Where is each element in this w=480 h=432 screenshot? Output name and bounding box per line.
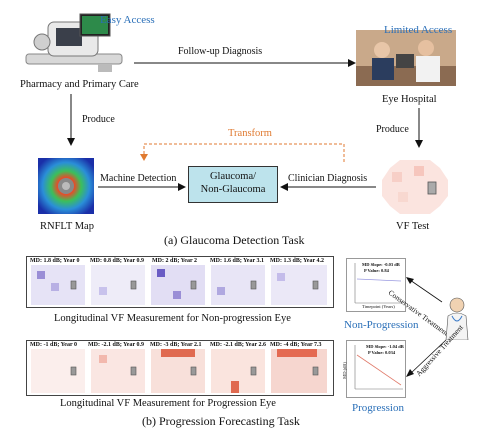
prog-title: Progression [352, 402, 404, 414]
nonprog-p: P Value: 0.84 [364, 268, 389, 273]
doctor-illustration [440, 296, 474, 341]
produce-right-label: Produce [376, 124, 409, 135]
transform-arrow [140, 143, 345, 162]
prog-vf-1 [31, 349, 85, 393]
glaucoma-result-box: Glaucoma/ Non-Glaucoma [188, 166, 278, 203]
nonprog-vf-2 [91, 265, 145, 305]
prog-vf-2 [91, 349, 145, 393]
prog-md-1: MD: -1 dB; Year 0 [30, 342, 77, 348]
nonprog-slope: MD Slope: -0.03 dB [362, 262, 400, 267]
prog-slope: MD Slope: -1.04 dB [366, 344, 404, 349]
hospital-photo [356, 30, 456, 86]
followup-arrow [134, 59, 356, 67]
rnflt-map [38, 158, 94, 214]
nonprog-md-1: MD: 1.8 dB; Year 0 [30, 258, 80, 264]
nonprog-vf-1 [31, 265, 85, 305]
machine-detection-arrow [98, 183, 186, 191]
clinician-diagnosis-label: Clinician Diagnosis [288, 173, 368, 184]
clinician-diagnosis-arrow [280, 183, 376, 191]
prog-vf-5 [271, 349, 327, 393]
prog-md-4: MD: -2.1 dB; Year 2.6 [210, 342, 266, 348]
easy-access-label: Easy Access [100, 14, 155, 26]
center-line1: Glaucoma/ [209, 171, 257, 182]
prog-p: P Value: 0.034 [368, 350, 396, 355]
nonprog-vf-3 [151, 265, 205, 305]
center-line2: Non-Glaucoma [200, 184, 266, 195]
nonprog-strip [26, 256, 334, 308]
aggressive-arrow [406, 339, 447, 377]
limited-access-label: Limited Access [384, 24, 453, 36]
oct-machine-image [18, 12, 128, 74]
prog-md-3: MD: -3 dB; Year 2.1 [150, 342, 202, 348]
machine-detection-label: Machine Detection [100, 173, 177, 184]
vf-test-map [380, 158, 450, 216]
caption-b: (b) Progression Forecasting Task [142, 414, 300, 428]
nonprog-time-axis: Timepoint (Years) [362, 304, 395, 309]
prog-vf-3 [151, 349, 205, 393]
prog-plot [346, 340, 406, 398]
prog-caption: Longitudinal VF Measurement for Progress… [60, 398, 276, 409]
hospital-label: Eye Hospital [382, 94, 437, 105]
followup-label: Follow-up Diagnosis [178, 46, 263, 57]
nonprog-vf-4 [211, 265, 265, 305]
prog-md-axis: MD (dB) [341, 362, 347, 379]
caption-a: (a) Glaucoma Detection Task [164, 233, 305, 247]
prog-vf-4 [211, 349, 265, 393]
prog-md-5: MD: -4 dB; Year 7.3 [270, 342, 322, 348]
nonprog-md-3: MD: 2 dB; Year 2 [152, 258, 197, 264]
produce-arrow-left [67, 94, 75, 146]
rnflt-label: RNFLT Map [40, 221, 94, 232]
produce-arrow-right [415, 108, 423, 148]
transform-label: Transform [228, 128, 272, 139]
vf-test-label: VF Test [396, 221, 430, 232]
produce-left-label: Produce [82, 114, 115, 125]
prog-md-2: MD: -2.1 dB; Year 0.9 [88, 342, 144, 348]
pharmacy-label: Pharmacy and Primary Care [20, 79, 139, 90]
nonprog-vf-5 [271, 265, 327, 305]
prog-strip [26, 340, 334, 396]
nonprog-md-5: MD: 1.3 dB; Year 4.2 [270, 258, 324, 264]
nonprog-plot [346, 258, 406, 312]
nonprog-caption: Longitudinal VF Measurement for Non-prog… [54, 313, 291, 324]
nonprog-md-4: MD: 1.6 dB; Year 3.1 [210, 258, 264, 264]
nonprog-title: Non-Progression [344, 319, 419, 331]
conservative-arrow [406, 277, 443, 303]
nonprog-md-2: MD: 0.8 dB; Year 0.9 [90, 258, 144, 264]
